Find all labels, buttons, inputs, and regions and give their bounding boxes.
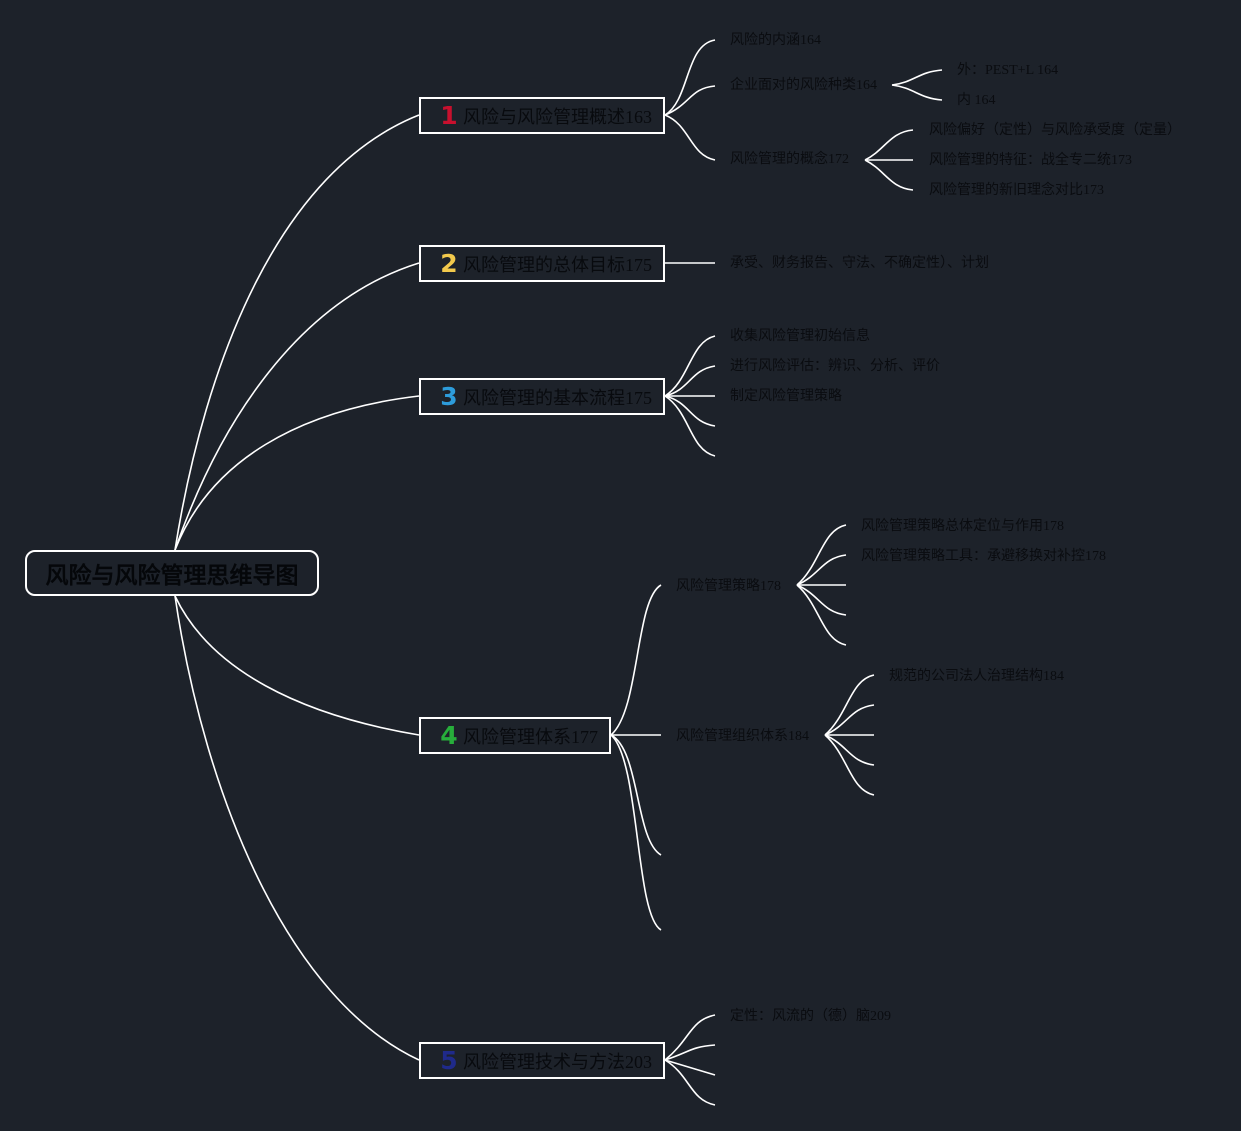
connector-b5-c4 (664, 1059, 716, 1106)
branch-node-4[interactable]: 4 风险管理体系177 (419, 717, 611, 754)
connector-b4c1-s4 (796, 584, 847, 616)
leaf-b4-c1-s2[interactable]: 风险管理策略工具：承避移换对补控178 (861, 549, 1106, 564)
connector-b3-c5 (664, 395, 716, 457)
branch-label-2: 风险管理的总体目标175 (463, 254, 652, 275)
connector-root-branch-4 (174, 595, 420, 736)
leaf-b4-c2-s1[interactable]: 规范的公司法人治理结构184 (889, 669, 1064, 684)
branch-number-1: 1 (440, 101, 458, 130)
connector-b1-c1 (664, 39, 716, 116)
leaf-b1-c3-s3[interactable]: 风险管理的新旧理念对比173 (929, 183, 1104, 198)
leaf-b2-c1[interactable]: 承受、财务报告、守法、不确定性）、计划 (730, 256, 989, 271)
connector-b4-c3 (610, 734, 662, 856)
root-title: 风险与风险管理思维导图 (45, 563, 299, 589)
branch-number-3: 3 (440, 382, 458, 411)
connector-b1c2-s1 (891, 69, 943, 86)
connector-b4c1-s1 (796, 524, 847, 586)
connector-b4c2-s5 (824, 734, 875, 796)
branch-node-2[interactable]: 2 风险管理的总体目标175 (419, 245, 665, 282)
connector-b4-c4 (610, 734, 662, 931)
leaf-b3-c3[interactable]: 制定风险管理策略 (730, 389, 842, 404)
leaf-b1-c2[interactable]: 企业面对的风险种类164 (730, 78, 877, 93)
leaf-b1-c3-s2[interactable]: 风险管理的特征：战全专二统173 (929, 153, 1132, 168)
connector-b3-c4 (664, 395, 716, 427)
connector-b4-c1 (610, 584, 662, 736)
connector-b4c1-s5 (796, 584, 847, 646)
branch-node-3[interactable]: 3 风险管理的基本流程175 (419, 378, 665, 415)
leaf-b4-c2[interactable]: 风险管理组织体系184 (676, 729, 809, 744)
leaf-b4-c1-s1[interactable]: 风险管理策略总体定位与作用178 (861, 519, 1064, 534)
leaf-b1-c2-s1[interactable]: 外：PEST+L 164 (957, 63, 1059, 78)
connector-b5-c1 (664, 1014, 716, 1061)
branch-label-5: 风险管理技术与方法203 (463, 1051, 652, 1072)
root-node[interactable]: 风险与风险管理思维导图 (25, 550, 319, 596)
connector-b1-c2 (664, 85, 716, 116)
branch-number-2: 2 (440, 249, 458, 278)
leaf-b3-c1[interactable]: 收集风险管理初始信息 (730, 329, 870, 344)
branch-number-5: 5 (440, 1046, 458, 1075)
connector-b4c2-s4 (824, 734, 875, 766)
connector-b4c2-s1 (824, 674, 875, 736)
connector-b5-c3 (664, 1059, 716, 1076)
connector-root-branch-2 (174, 262, 420, 551)
leaf-b5-c1[interactable]: 定性：风流的（德）脑209 (730, 1009, 891, 1024)
connector-b3-c1 (664, 335, 716, 397)
connector-b1c3-s1 (864, 129, 914, 161)
connector-b4c2-s2 (824, 704, 875, 736)
connector-b3-c2 (664, 365, 716, 397)
connector-b1c2-s2 (891, 84, 943, 101)
connector-root-branch-1 (174, 114, 420, 551)
leaf-b1-c2-s2[interactable]: 内 164 (957, 93, 996, 108)
connector-b4c1-s2 (796, 554, 847, 586)
leaf-b1-c3[interactable]: 风险管理的概念172 (730, 152, 849, 167)
connector-b1-c3 (664, 114, 716, 161)
leaf-b1-c1[interactable]: 风险的内涵164 (730, 33, 821, 48)
connector-b1c3-s3 (864, 159, 914, 191)
connector-root-branch-3 (174, 395, 420, 551)
branch-label-1: 风险与风险管理概述163 (463, 106, 652, 127)
connector-root-branch-5 (174, 595, 420, 1061)
leaf-b3-c2[interactable]: 进行风险评估：辨识、分析、评价 (730, 359, 940, 374)
branch-label-4: 风险管理体系177 (463, 726, 598, 747)
branch-node-5[interactable]: 5 风险管理技术与方法203 (419, 1042, 665, 1079)
branch-node-1[interactable]: 1 风险与风险管理概述163 (419, 97, 665, 134)
connector-b5-c2 (664, 1044, 716, 1061)
branch-label-3: 风险管理的基本流程175 (463, 387, 652, 408)
branch-number-4: 4 (440, 721, 458, 750)
leaf-b4-c1[interactable]: 风险管理策略178 (676, 579, 781, 594)
leaf-b1-c3-s1[interactable]: 风险偏好（定性）与风险承受度（定量） (929, 123, 1181, 138)
